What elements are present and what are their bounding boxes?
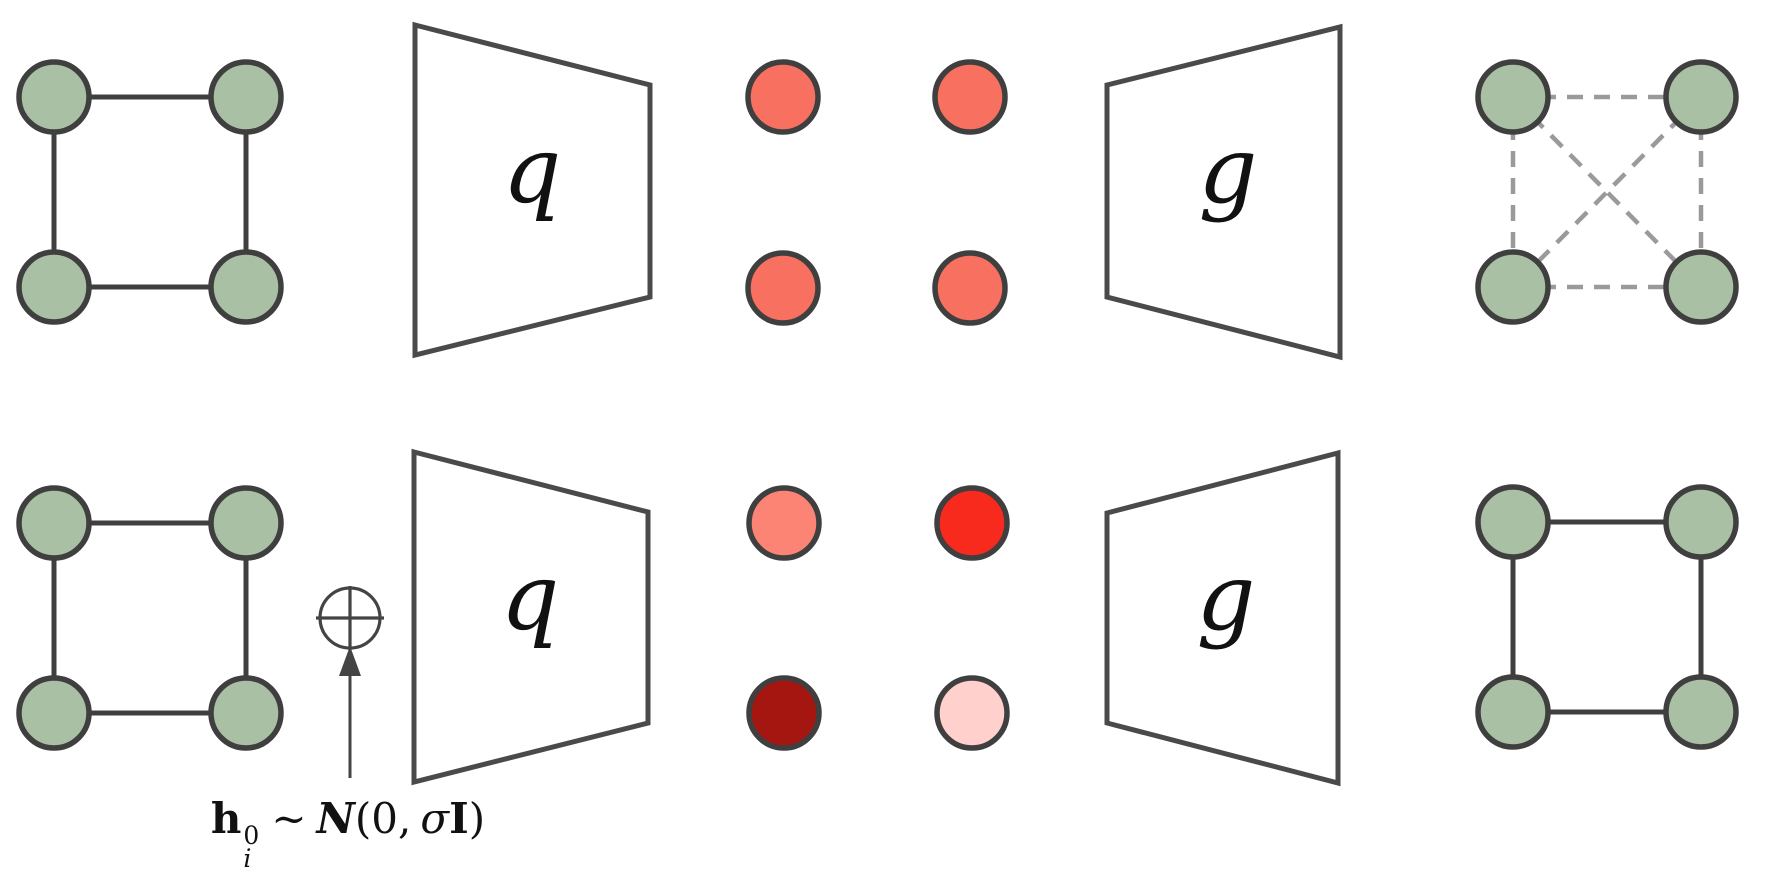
graph-node — [1475, 674, 1551, 750]
encoder-trapezoid — [411, 448, 651, 786]
graph-edge-dashed — [1511, 95, 1703, 289]
latent-node — [745, 250, 821, 326]
graph-node — [16, 249, 92, 325]
latent-node — [932, 250, 1008, 326]
decoder-trapezoid — [1104, 449, 1341, 787]
encoder-trapezoid — [412, 21, 653, 359]
formula-sigma: σ — [420, 794, 450, 843]
graph-node — [1663, 484, 1739, 560]
formula-normal-dist: N — [316, 794, 355, 843]
decoder-trapezoid — [1104, 23, 1343, 361]
formula-identity: I — [449, 794, 469, 843]
graph-node — [1475, 484, 1551, 560]
graph-node — [208, 675, 284, 751]
noise-injection — [316, 586, 384, 778]
latent-nodes-bottom — [746, 485, 1010, 751]
latent-node — [934, 485, 1010, 561]
graph-node — [1663, 674, 1739, 750]
input-graph-bottom — [16, 485, 284, 751]
decoder-top: g — [1104, 23, 1343, 361]
formula-close-paren: ) — [468, 794, 486, 843]
graph-node — [16, 59, 92, 135]
formula-tilde: ∼ — [271, 794, 307, 843]
graph-node — [1475, 249, 1551, 325]
graph-node — [208, 485, 284, 561]
encoder-bottom: q — [411, 448, 651, 786]
graph-node — [16, 485, 92, 561]
latent-node — [934, 675, 1010, 751]
graph-node — [208, 249, 284, 325]
encoder-label: q — [501, 544, 560, 651]
latent-node — [932, 59, 1008, 135]
graph-node — [1663, 59, 1739, 135]
input-graph-top — [16, 59, 284, 325]
graph-node — [1663, 249, 1739, 325]
formula-open-paren: (0, — [354, 794, 412, 843]
formula-h: h — [210, 794, 242, 843]
up-arrow-icon — [339, 646, 361, 676]
encoder-top: q — [412, 21, 653, 359]
encoder-label: q — [503, 117, 562, 224]
formula-subscript: i — [243, 844, 252, 874]
output-graph-bottom — [1475, 484, 1739, 750]
latent-node — [745, 59, 821, 135]
graph-edge-dashed — [1511, 95, 1703, 289]
output-graph-top-dashed — [1475, 59, 1739, 325]
latent-node — [746, 675, 822, 751]
graph-node — [16, 675, 92, 751]
formula-superscript: 0 — [243, 820, 260, 850]
decoder-label: g — [1199, 117, 1258, 224]
graph-node — [208, 59, 284, 135]
decoder-bottom: g — [1104, 449, 1341, 787]
decoder-label: g — [1197, 544, 1256, 651]
latent-node — [746, 485, 822, 561]
graph-node — [1475, 59, 1551, 135]
latent-nodes-top — [745, 59, 1008, 326]
